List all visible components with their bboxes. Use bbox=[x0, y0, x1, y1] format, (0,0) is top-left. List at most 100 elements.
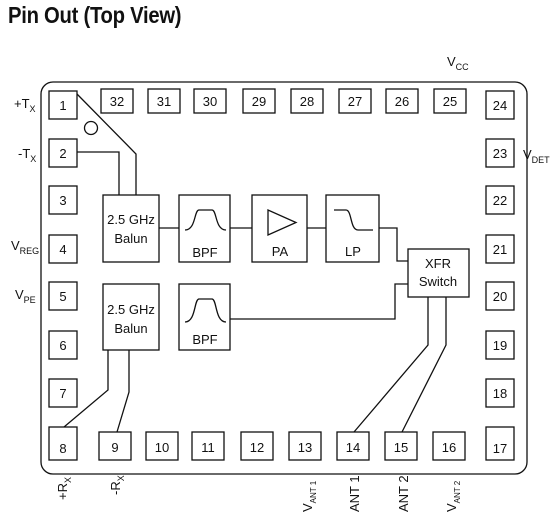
signal-rx-plus: +RX bbox=[55, 477, 73, 500]
xfr-label-line2: Switch bbox=[419, 274, 457, 289]
pin-10-pad bbox=[145, 431, 179, 461]
pin-7-pad bbox=[48, 378, 78, 408]
pin-27-number: 27 bbox=[348, 94, 362, 109]
xfr-switch-block bbox=[407, 248, 470, 298]
pin-16-pad bbox=[432, 431, 466, 461]
pin-17-pad bbox=[485, 426, 515, 461]
pin-18-pad bbox=[485, 378, 515, 408]
pin-2-number: 2 bbox=[59, 146, 66, 161]
pin-21-pad bbox=[485, 234, 515, 264]
bpf-rx-block bbox=[178, 283, 231, 351]
pin-26-number: 26 bbox=[395, 94, 409, 109]
pin-24-number: 24 bbox=[493, 98, 507, 113]
signal-vdet: VDET bbox=[523, 147, 550, 165]
signal-vant1: VANT 1 bbox=[300, 480, 318, 512]
pin-7-number: 7 bbox=[59, 386, 66, 401]
lp-label: LP bbox=[345, 244, 361, 259]
pin-18-number: 18 bbox=[493, 386, 507, 401]
bpf-tx-symbol bbox=[184, 209, 227, 231]
bpf-rx-label: BPF bbox=[192, 332, 217, 347]
pin-3-pad bbox=[48, 185, 78, 215]
wire-rx-plus bbox=[63, 350, 109, 428]
pin-31-pad bbox=[147, 88, 181, 114]
pin-12-number: 12 bbox=[250, 440, 264, 455]
pa-triangle-symbol bbox=[267, 208, 298, 237]
pin-20-number: 20 bbox=[493, 289, 507, 304]
pin-6-pad bbox=[48, 330, 78, 360]
pin-29-pad bbox=[242, 88, 276, 114]
pin-5-pad bbox=[48, 281, 78, 311]
pin-9-pad bbox=[98, 431, 132, 461]
wire-ant1 bbox=[353, 297, 429, 433]
page-title: Pin Out (Top View) bbox=[8, 2, 182, 28]
signal-tx-minus: -TX bbox=[18, 146, 36, 164]
pin-1-number: 1 bbox=[59, 98, 66, 113]
pin-21-number: 21 bbox=[493, 242, 507, 257]
pin-19-pad bbox=[485, 330, 515, 360]
signal-rx-minus: -RX bbox=[108, 475, 126, 495]
pin-19-number: 19 bbox=[493, 338, 507, 353]
balun-tx-label-line1: 2.5 GHz bbox=[107, 212, 155, 227]
bpf-tx-label: BPF bbox=[192, 245, 217, 260]
signal-ant2: ANT 2 bbox=[396, 475, 411, 512]
wire-rx-minus bbox=[116, 350, 130, 433]
pin-32-number: 32 bbox=[110, 94, 124, 109]
balun-rx-block bbox=[102, 283, 160, 351]
pin-15-pad bbox=[384, 431, 418, 461]
pin-11-number: 11 bbox=[201, 440, 215, 455]
pin-6-number: 6 bbox=[59, 338, 66, 353]
pin-32-pad bbox=[100, 88, 134, 114]
signal-vcc: VCC bbox=[447, 54, 469, 72]
pin-5-number: 5 bbox=[59, 289, 66, 304]
wire-bpf-rx-xfr bbox=[230, 283, 408, 320]
pin-28-pad bbox=[290, 88, 324, 114]
pin-22-number: 22 bbox=[493, 193, 507, 208]
pin-25-number: 25 bbox=[443, 94, 457, 109]
pin-12-pad bbox=[240, 431, 274, 461]
pin-8-number: 8 bbox=[59, 441, 66, 456]
pin-17-number: 17 bbox=[493, 441, 507, 456]
wire-tx-minus bbox=[77, 151, 120, 195]
balun-tx-label-line2: Balun bbox=[114, 231, 147, 246]
pin-13-number: 13 bbox=[298, 440, 312, 455]
pin-29-number: 29 bbox=[252, 94, 266, 109]
balun-rx-label-line2: Balun bbox=[114, 321, 147, 336]
pin-11-pad bbox=[191, 431, 225, 461]
signal-tx-plus: +TX bbox=[14, 96, 36, 114]
signal-vpe: VPE bbox=[15, 287, 36, 305]
pin-30-pad bbox=[193, 88, 227, 114]
wire-ant2 bbox=[401, 297, 447, 433]
package-outline bbox=[40, 81, 528, 475]
pin-31-number: 31 bbox=[157, 94, 171, 109]
pin-8-pad bbox=[48, 426, 78, 461]
pin-9-number: 9 bbox=[111, 440, 118, 455]
pin-13-pad bbox=[288, 431, 322, 461]
pin1-marker bbox=[83, 120, 99, 136]
pin-20-pad bbox=[485, 281, 515, 311]
pin-23-number: 23 bbox=[493, 146, 507, 161]
pin-30-number: 30 bbox=[203, 94, 217, 109]
signal-ant1: ANT 1 bbox=[347, 475, 362, 512]
balun-tx-block bbox=[102, 194, 160, 263]
pin-28-number: 28 bbox=[300, 94, 314, 109]
pin-22-pad bbox=[485, 185, 515, 215]
pin-1-pad bbox=[48, 90, 78, 120]
signal-vant2: VANT 2 bbox=[444, 480, 462, 512]
xfr-label-line1: XFR bbox=[425, 256, 451, 271]
pin-23-pad bbox=[485, 138, 515, 168]
pin-10-number: 10 bbox=[155, 440, 169, 455]
pin-2-pad bbox=[48, 138, 78, 168]
pa-label: PA bbox=[272, 244, 289, 259]
balun-rx-label-line1: 2.5 GHz bbox=[107, 302, 155, 317]
wire-lp-xfr bbox=[379, 227, 408, 262]
pin-14-number: 14 bbox=[346, 440, 360, 455]
pin-4-number: 4 bbox=[59, 242, 66, 257]
pin-16-number: 16 bbox=[442, 440, 456, 455]
bpf-rx-symbol bbox=[184, 298, 227, 323]
signal-vreg: VREG bbox=[11, 238, 39, 256]
pin-27-pad bbox=[338, 88, 372, 114]
pin-14-pad bbox=[336, 431, 370, 461]
pin-26-pad bbox=[385, 88, 419, 114]
pin-15-number: 15 bbox=[394, 440, 408, 455]
